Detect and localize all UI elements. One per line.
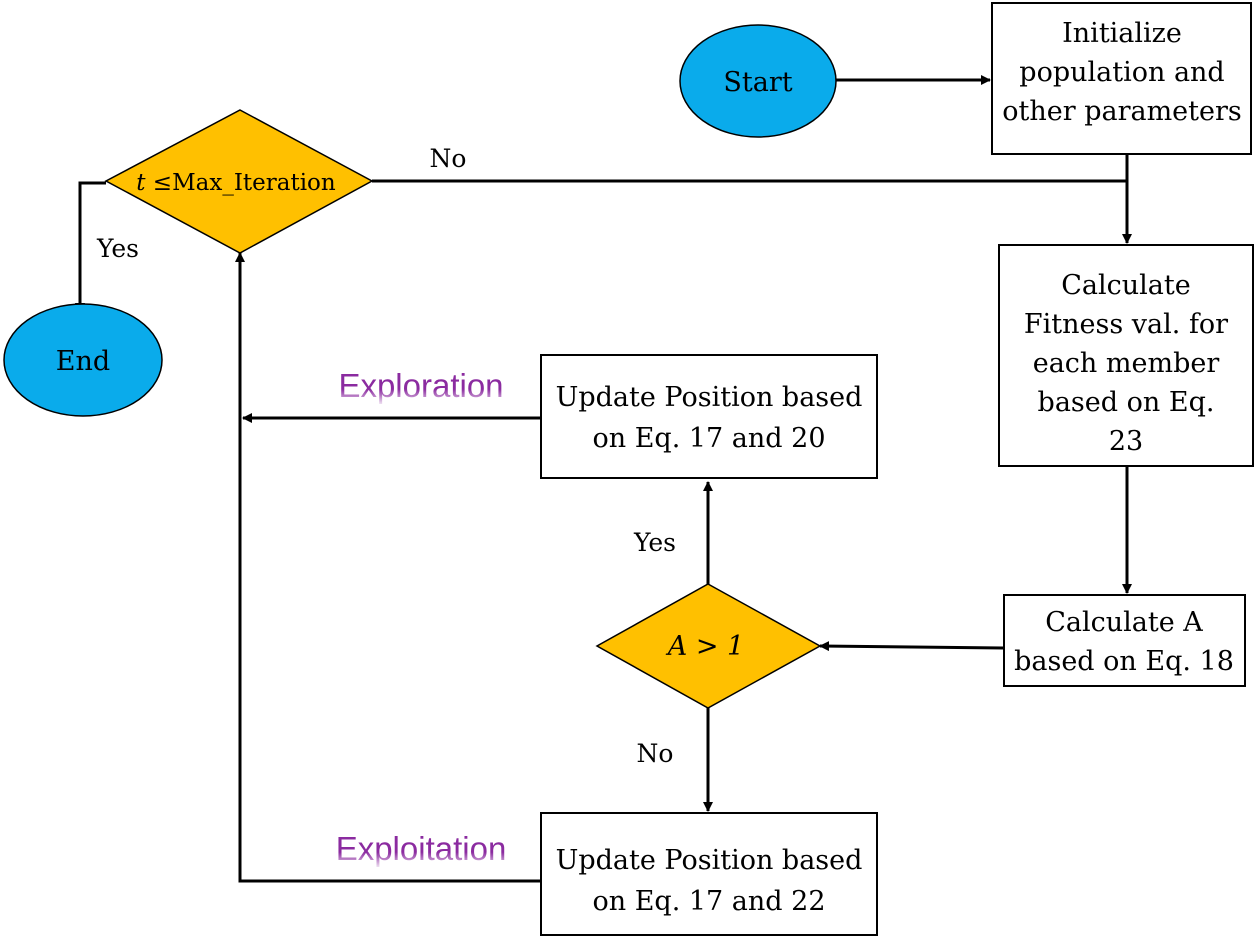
explore-node: Update Position based on Eq. 17 and 20 [540,354,878,479]
fitness-line-1: Calculate [1061,270,1190,301]
a-yes-label: Yes [633,528,676,557]
loop-yes-label: Yes [96,234,139,263]
calc-a-line-1: Calculate A [1045,607,1203,638]
start-node: Start [679,24,837,138]
edge-feedback-to-loop [235,252,540,883]
a-check-diamond [595,583,822,709]
loop-check-label: ≤Max_Iteration [146,170,336,196]
calc-a-node: Calculate A based on Eq. 18 [1003,594,1246,687]
exploit-line-1: Update Position based [556,845,863,876]
end-ellipse [3,303,163,417]
exploit-line-2: on Eq. 17 and 22 [592,886,825,917]
end-label: End [56,346,110,377]
fitness-line-2: Fitness val. for [1024,309,1228,340]
calc-a-box [1003,594,1246,687]
a-check-node: A > 1 [595,583,822,709]
calc-a-line-2: based on Eq. 18 [1014,646,1234,677]
init-node: Initialize population and other paramete… [991,2,1252,155]
fitness-line-5: 23 [1109,426,1143,457]
explore-box [540,354,878,479]
fitness-line-3: each member [1033,348,1220,379]
explore-line-2: on Eq. 17 and 20 [592,423,825,454]
init-box [991,2,1252,155]
exploit-box [540,812,878,936]
init-line-1: Initialize [1062,18,1182,49]
end-node: End [3,303,163,417]
edges [75,75,1132,883]
start-label: Start [723,67,792,98]
init-line-2: population and [1019,57,1224,88]
loop-check-var: t [136,170,146,196]
a-check-label: A > 1 [665,631,744,662]
fitness-box [998,244,1254,467]
exploit-node: Update Position based on Eq. 17 and 22 [540,812,878,936]
fitness-node: Calculate Fitness val. for each member b… [998,244,1254,467]
start-ellipse [679,24,837,138]
loop-check-text: t ≤Max_Iteration [136,170,336,196]
explore-line-1: Update Position based [556,382,863,413]
loop-no-label: No [430,144,467,173]
init-line-3: other parameters [1002,96,1242,127]
fitness-line-4: based on Eq. [1038,387,1215,418]
edge-loop-yes [75,181,106,313]
loop-check-node: t ≤Max_Iteration [104,109,374,254]
loop-check-diamond [104,109,374,254]
exploration-label: Exploration [338,367,503,404]
exploitation-label: Exploitation [336,830,507,867]
edge-calc-a-to-check [819,641,1004,652]
a-no-label: No [637,739,674,768]
